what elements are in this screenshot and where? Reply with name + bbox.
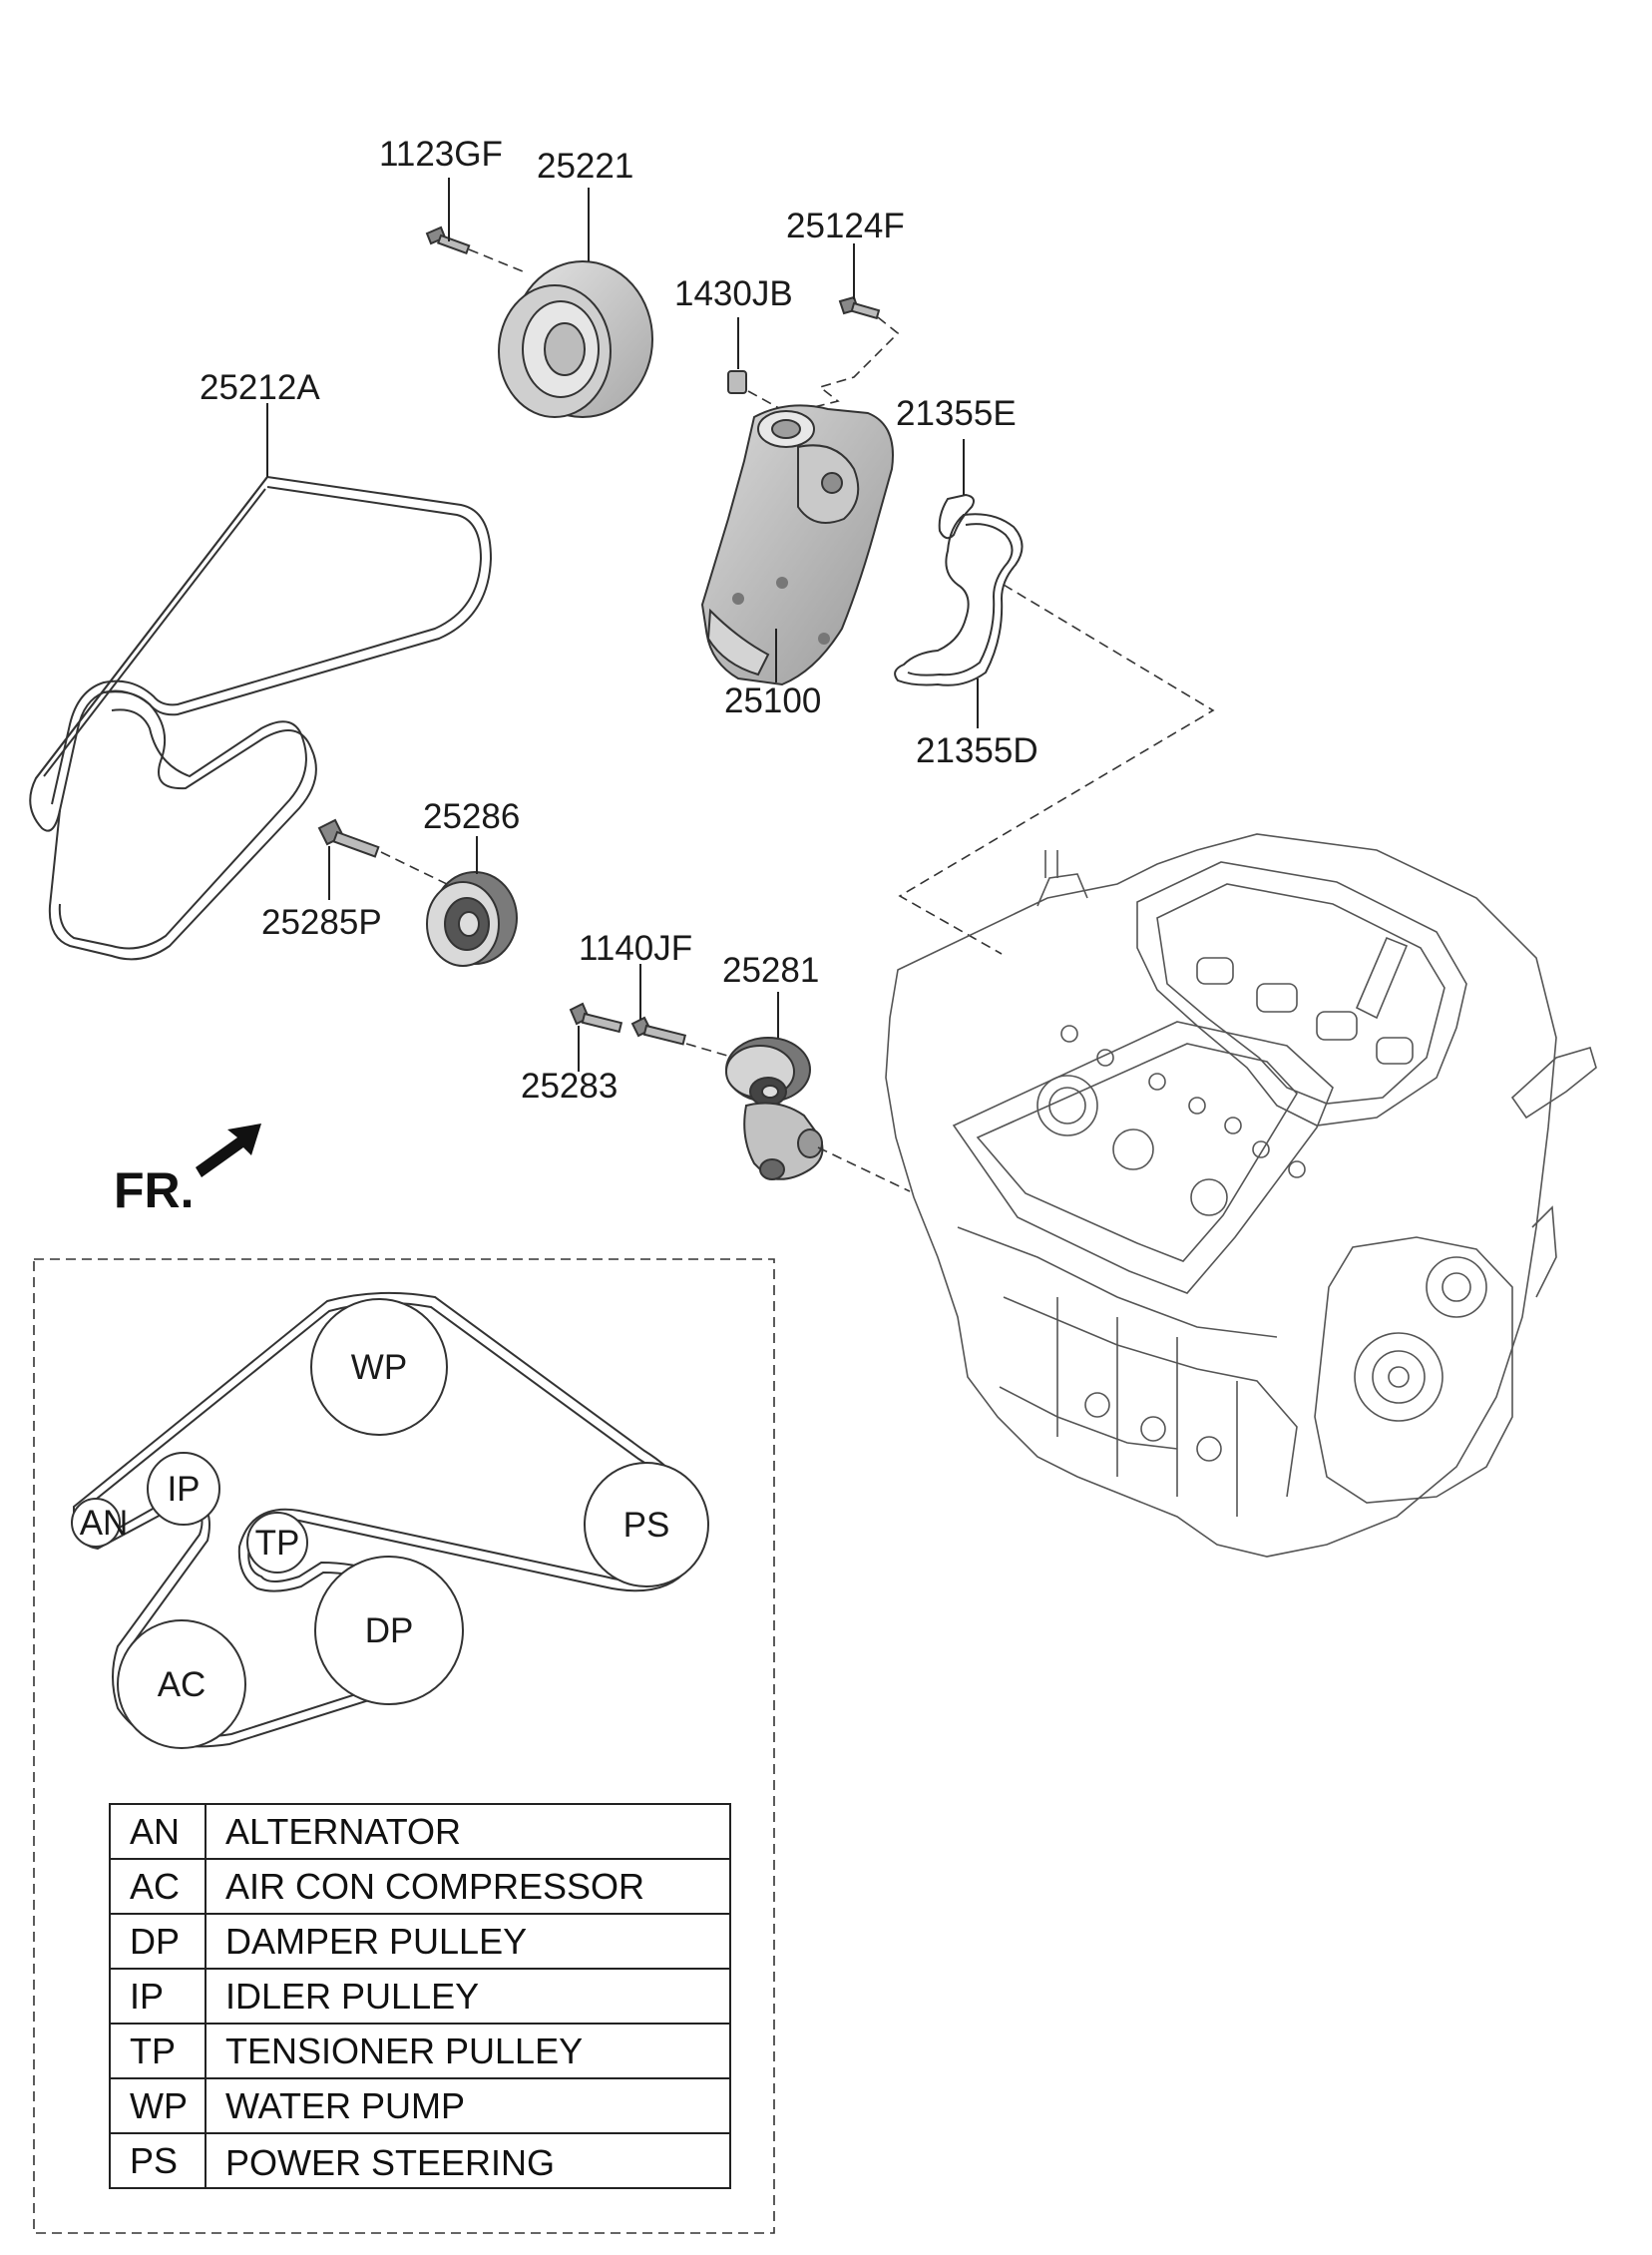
label-21355D: 21355D <box>916 731 1038 770</box>
guide-25285P <box>380 851 452 887</box>
guide-1123GF <box>468 248 524 272</box>
label-25283: 25283 <box>521 1067 618 1106</box>
legend-code: PS <box>130 2140 178 2181</box>
pulley-IP-label: IP <box>167 1470 200 1509</box>
pulley-WP-label: WP <box>351 1348 407 1387</box>
pulley-AN-label: AN <box>80 1504 129 1543</box>
legend-row: WP WATER PUMP <box>130 2085 465 2126</box>
front-marker: FR. <box>114 1162 195 1218</box>
pulley-AN-circle <box>71 1498 121 1548</box>
tensioner-25281 <box>725 1037 824 1180</box>
bolt-1123GF <box>425 226 471 255</box>
pulley-PS-circle <box>584 1462 709 1587</box>
pulley-TP-label: TP <box>255 1524 300 1563</box>
label-25286: 25286 <box>423 797 520 836</box>
engine-assembly <box>885 833 1597 1558</box>
legend-row: TP TENSIONER PULLEY <box>130 2030 583 2071</box>
legend-code: IP <box>130 1976 164 2017</box>
legend-code: AC <box>130 1866 180 1907</box>
pulley-25221 <box>498 260 653 418</box>
label-25281: 25281 <box>722 951 819 990</box>
bolt-25124F <box>838 295 881 320</box>
legend-name: IDLER PULLEY <box>225 1976 479 2017</box>
legend-table: AN ALTERNATOR AC AIR CON COMPRESSOR DP D… <box>109 1803 731 2189</box>
idler-pulley-25286 <box>426 871 518 967</box>
legend-name: DAMPER PULLEY <box>225 1921 527 1962</box>
label-21355E: 21355E <box>896 394 1017 433</box>
legend-name: TENSIONER PULLEY <box>225 2030 583 2071</box>
legend-name: POWER STEERING <box>225 2142 555 2183</box>
guide-1140JF <box>685 1043 735 1059</box>
pulley-AC-label: AC <box>158 1665 206 1704</box>
bolt-1140JF <box>630 1016 687 1046</box>
legend-code: WP <box>130 2085 188 2126</box>
label-25212A: 25212A <box>200 368 320 407</box>
legend-row: DP DAMPER PULLEY <box>130 1921 527 1962</box>
bolt-25283 <box>569 1002 623 1034</box>
guide-25124F <box>797 316 900 412</box>
gasket-21355D <box>894 513 1024 686</box>
belt-routing-diagram: WP IP AN TP PS DP AC <box>71 1291 709 1749</box>
label-1123GF: 1123GF <box>379 135 503 174</box>
gasket-21355E <box>938 493 975 540</box>
label-25221: 25221 <box>537 147 633 186</box>
legend-row: AN ALTERNATOR <box>130 1811 461 1852</box>
drive-belt <box>29 475 493 961</box>
belt-routing-box <box>33 1258 775 2234</box>
water-pump-25100 <box>700 404 894 686</box>
label-1140JF: 1140JF <box>579 929 692 968</box>
pulley-TP-circle <box>246 1512 308 1574</box>
pulley-IP-circle <box>147 1452 220 1526</box>
legend-code: AN <box>130 1811 180 1852</box>
bolt-25285P <box>317 818 380 858</box>
label-1430JB: 1430JB <box>674 274 793 313</box>
pulley-AC-circle <box>117 1619 246 1749</box>
pulley-WP-circle <box>310 1298 448 1436</box>
label-25100: 25100 <box>724 681 821 720</box>
pulley-PS-label: PS <box>623 1506 670 1545</box>
legend-code: TP <box>130 2030 176 2071</box>
legend-name: WATER PUMP <box>225 2085 465 2126</box>
legend-code: DP <box>130 1921 180 1962</box>
legend-name: ALTERNATOR <box>225 1811 461 1852</box>
label-25124F: 25124F <box>786 207 905 245</box>
legend-name: AIR CON COMPRESSOR <box>225 1866 644 1907</box>
dowel-1430JB <box>727 370 747 394</box>
legend-row: AC AIR CON COMPRESSOR <box>130 1866 644 1907</box>
legend-row: IP IDLER PULLEY <box>130 1976 479 2017</box>
label-25285P: 25285P <box>261 903 382 942</box>
front-arrow-icon <box>196 1124 261 1177</box>
pulley-DP-circle <box>314 1556 464 1705</box>
guide-25281 <box>817 1146 911 1192</box>
pulley-DP-label: DP <box>365 1611 414 1650</box>
legend-row: PS POWER STEERING <box>130 2140 555 2183</box>
